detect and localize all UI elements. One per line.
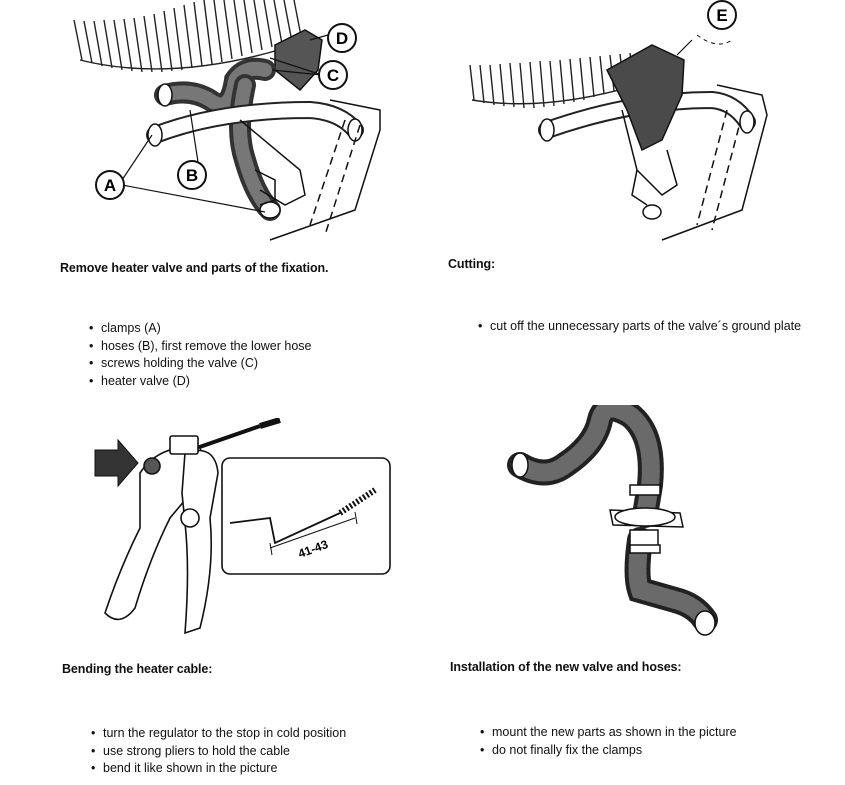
figure-bending-cable: 41-43 bbox=[94, 418, 391, 635]
section-heading-cutting: Cutting: bbox=[448, 257, 496, 271]
callout-d: D bbox=[327, 23, 357, 53]
svg-text:B: B bbox=[186, 166, 198, 185]
figure-heater-valve-removal: A B C D bbox=[73, 0, 381, 241]
callout-a: A bbox=[95, 170, 125, 200]
list-item: mount the new parts as shown in the pict… bbox=[480, 724, 737, 742]
list-item: do not finally fix the clamps bbox=[480, 742, 737, 760]
list-item: screws holding the valve (C) bbox=[89, 355, 312, 373]
svg-text:D: D bbox=[336, 29, 348, 48]
callout-c: C bbox=[318, 60, 348, 90]
callout-e: E bbox=[707, 0, 737, 30]
section-heading-remove-valve: Remove heater valve and parts of the fix… bbox=[60, 261, 329, 275]
svg-text:E: E bbox=[716, 6, 727, 25]
cutting-list: cut off the unnecessary parts of the val… bbox=[478, 318, 801, 336]
list-item: clamps (A) bbox=[89, 320, 312, 338]
figure-cutting: E bbox=[469, 0, 768, 241]
list-item: hoses (B), first remove the lower hose bbox=[89, 338, 312, 356]
bending-cable-list: turn the regulator to the stop in cold p… bbox=[91, 725, 346, 778]
callout-b: B bbox=[177, 160, 207, 190]
list-item: turn the regulator to the stop in cold p… bbox=[91, 725, 346, 743]
list-item: cut off the unnecessary parts of the val… bbox=[478, 318, 801, 336]
list-item: bend it like shown in the picture bbox=[91, 760, 346, 778]
svg-text:A: A bbox=[104, 176, 116, 195]
list-item: heater valve (D) bbox=[89, 373, 312, 391]
list-item: use strong pliers to hold the cable bbox=[91, 743, 346, 761]
section-heading-installation: Installation of the new valve and hoses: bbox=[450, 660, 682, 674]
figure-new-valve-hoses bbox=[507, 405, 718, 636]
remove-valve-list: clamps (A) hoses (B), first remove the l… bbox=[89, 320, 312, 390]
installation-list: mount the new parts as shown in the pict… bbox=[480, 724, 737, 759]
section-heading-bending-cable: Bending the heater cable: bbox=[62, 662, 213, 676]
svg-text:C: C bbox=[327, 66, 339, 85]
